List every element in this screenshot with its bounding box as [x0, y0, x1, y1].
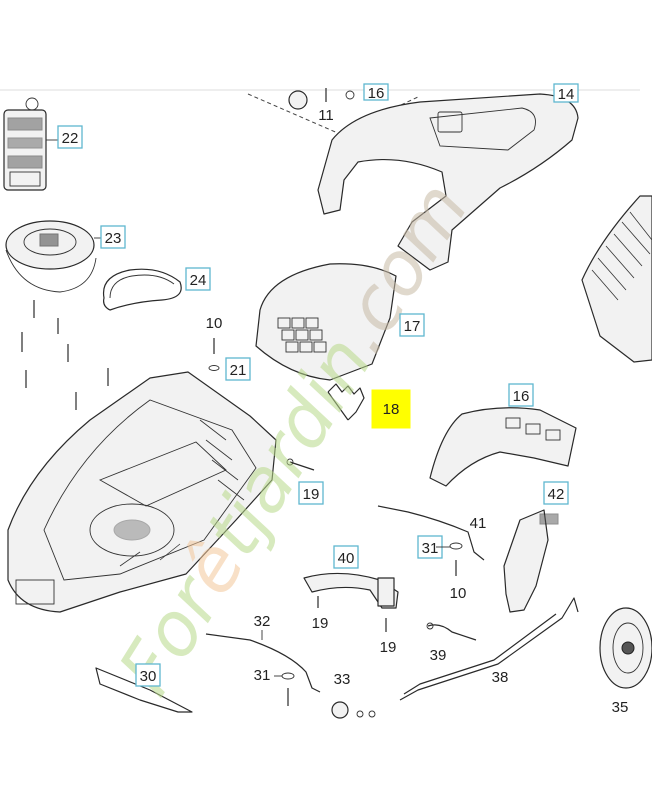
label-16-top: 16	[363, 83, 389, 102]
label-33: 33	[334, 671, 351, 688]
label-40: 40	[333, 545, 359, 569]
label-19-left: 19	[312, 615, 329, 632]
label-38: 38	[492, 669, 509, 686]
svg-text:19: 19	[303, 486, 320, 503]
label-10-right: 10	[450, 585, 467, 602]
label-19-right: 19	[380, 639, 397, 656]
label-31-left: 31	[254, 667, 271, 684]
svg-text:22: 22	[62, 130, 79, 147]
label-10-center: 10	[206, 315, 223, 332]
svg-text:31: 31	[422, 540, 439, 557]
grass-catcher-drawing	[581, 195, 652, 363]
label-23: 23	[100, 225, 126, 249]
svg-text:30: 30	[140, 668, 157, 685]
label-14: 14	[553, 83, 579, 103]
label-32: 32	[254, 613, 271, 630]
screw-19-center	[286, 458, 315, 471]
bottom-left-parts	[95, 633, 376, 719]
fan-housing-drawing	[5, 220, 101, 293]
adjuster-42-drawing	[503, 509, 559, 613]
svg-text:23: 23	[105, 230, 122, 247]
label-31-right: 31	[417, 535, 443, 559]
label-24: 24	[185, 267, 211, 291]
label-39: 39	[430, 647, 447, 664]
wheel-35-drawing	[599, 607, 652, 689]
screw-washer-center	[208, 338, 220, 371]
svg-text:16: 16	[368, 85, 385, 102]
label-22: 22	[57, 125, 83, 149]
label-30: 30	[135, 663, 161, 687]
rod-38-drawing	[399, 597, 579, 701]
mower-deck-drawing	[7, 371, 277, 613]
label-16: 16	[508, 383, 534, 407]
svg-text:21: 21	[230, 362, 247, 379]
bracket-40-drawing	[303, 572, 399, 632]
svg-text:14: 14	[558, 86, 575, 103]
clip-39-drawing	[426, 622, 477, 641]
rod-41-drawing	[377, 505, 485, 576]
label-11: 11	[318, 107, 334, 124]
leader-lines	[261, 546, 450, 677]
label-18-highlighted: 18	[371, 389, 411, 429]
label-21: 21	[225, 357, 251, 381]
svg-text:18: 18	[383, 401, 400, 418]
label-42: 42	[543, 481, 569, 505]
label-19-center: 19	[298, 481, 324, 505]
label-35: 35	[612, 699, 629, 716]
svg-text:42: 42	[548, 486, 565, 503]
svg-text:16: 16	[513, 388, 530, 405]
grassbox-lid-drawing	[255, 263, 397, 381]
handle-drawing	[317, 93, 579, 271]
screws-left	[21, 300, 109, 410]
motor-drawing	[3, 97, 60, 191]
deflector-flap-drawing	[429, 407, 577, 487]
label-17: 17	[399, 313, 425, 337]
svg-text:17: 17	[404, 318, 421, 335]
belt-drawing	[102, 268, 182, 311]
svg-text:24: 24	[190, 272, 207, 289]
label-41: 41	[470, 515, 487, 532]
svg-text:40: 40	[338, 550, 355, 567]
spring-drawing	[327, 383, 365, 421]
